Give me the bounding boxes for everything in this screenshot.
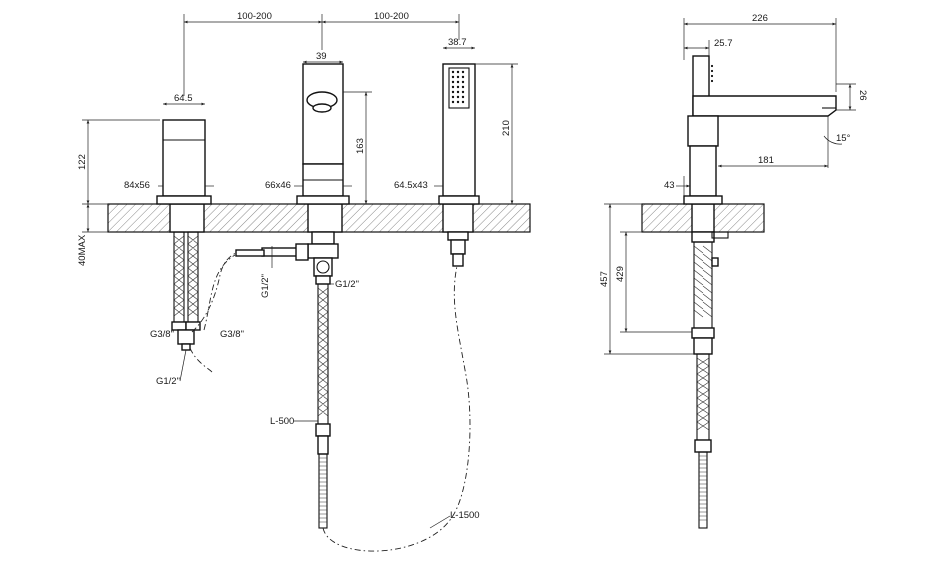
front-view: 100-200 100-200 39 38.7 64.5 122 40MAX 1…	[77, 11, 531, 552]
front-dimensions: 100-200 100-200 39 38.7 64.5 122 40MAX 1…	[77, 11, 518, 529]
side-dimensions: 226 25.7 26 15° 181 43 457 429	[599, 13, 868, 355]
side-view: 226 25.7 26 15° 181 43 457 429	[599, 13, 868, 529]
label-g12-vertical: G1/2"	[260, 274, 271, 298]
mixer-handle	[156, 119, 214, 205]
dim-counter-thickness: 40MAX	[77, 234, 88, 266]
dim-total-length: 226	[752, 13, 768, 24]
side-body	[683, 55, 837, 529]
connection-hose	[189, 249, 263, 373]
dim-spout-reach: 181	[758, 155, 774, 166]
dim-handle-height: 122	[77, 154, 88, 170]
label-hose-l1500: L-1500	[450, 510, 480, 521]
dim-handle-width: 64.5	[174, 93, 193, 104]
label-g12-spout: G1/2"	[335, 279, 359, 290]
label-g12-bottom: G1/2"	[156, 376, 180, 387]
dim-spout-base: 66x46	[265, 180, 291, 191]
dim-handle-offset: 25.7	[714, 38, 733, 49]
dim-spout-height: 163	[355, 138, 366, 154]
dim-spacing-left: 100-200	[237, 11, 272, 22]
dim-base-height: 43	[664, 180, 675, 191]
label-g38-left: G3/8"	[150, 329, 174, 340]
handshower	[438, 63, 480, 267]
dim-depth-457: 457	[599, 271, 610, 287]
dim-handle-base: 84x56	[124, 180, 150, 191]
dim-spout-width: 39	[316, 51, 327, 62]
spout	[296, 63, 352, 205]
dim-handshower-base: 64.5x43	[394, 180, 428, 191]
dim-spout-depth: 26	[857, 90, 868, 101]
dim-spout-angle: 15°	[836, 133, 851, 144]
label-hose-l500: L-500	[270, 416, 294, 427]
dim-spacing-right: 100-200	[374, 11, 409, 22]
dim-handshower-height: 210	[501, 120, 512, 136]
dim-depth-429: 429	[615, 266, 626, 282]
handle-hoses	[171, 231, 201, 351]
handshower-hose	[322, 265, 471, 552]
spout-connector	[235, 231, 339, 529]
dim-handshower-width: 38.7	[448, 37, 467, 48]
label-g38-right: G3/8"	[220, 329, 244, 340]
